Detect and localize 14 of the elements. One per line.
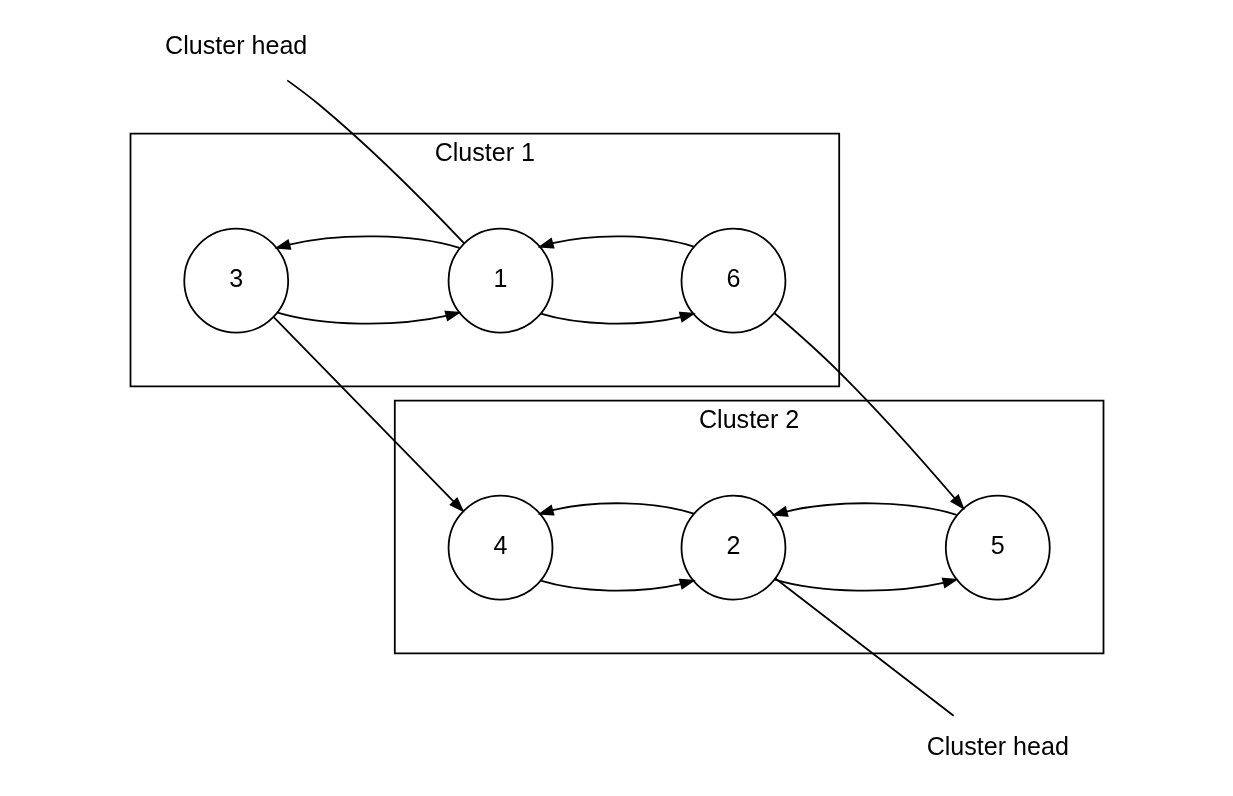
- node-text: Cluster head: [926, 731, 1069, 760]
- connector: [774, 577, 954, 717]
- arrow: [539, 311, 696, 325]
- arrow: [537, 502, 695, 516]
- arrow: [272, 316, 465, 513]
- arrow: [539, 578, 696, 592]
- arrow: [276, 310, 461, 325]
- arrow: [772, 312, 965, 511]
- arrow: [537, 235, 695, 249]
- arrow: [771, 502, 958, 517]
- arrow: [773, 577, 959, 592]
- node-text: Cluster head: [164, 31, 307, 60]
- arrow: [273, 235, 460, 250]
- connector: [285, 79, 465, 245]
